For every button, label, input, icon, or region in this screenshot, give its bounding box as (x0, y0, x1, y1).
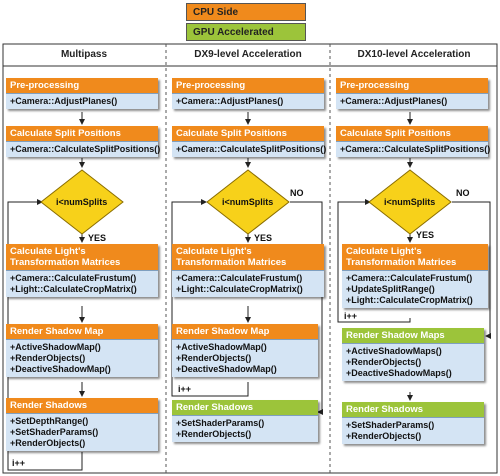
col2-increment-label: i++ (178, 384, 192, 394)
col1-shadows-box: Render Shadows +SetDepthRange() +SetShad… (6, 398, 158, 451)
col1-preprocess-box: Pre-processing +Camera::AdjustPlanes() (6, 78, 158, 109)
col1-shadows-title: Render Shadows (6, 398, 158, 413)
col3-light-box: Calculate Light's Transformation Matrice… (342, 244, 488, 308)
legend-cpu: CPU Side (186, 3, 306, 21)
col2-preprocess-box: Pre-processing +Camera::AdjustPlanes() (172, 78, 324, 109)
col3-map-title: Render Shadow Maps (342, 328, 484, 343)
col3-decision-diamond (368, 169, 452, 235)
col1-map-body: +ActiveShadowMap() +RenderObjects() +Dea… (6, 339, 158, 377)
col2-light-title: Calculate Light's Transformation Matrice… (172, 244, 324, 270)
col1-light-body: +Camera::CalculateFrustum() +Light::Calc… (6, 270, 158, 297)
col3-increment-label: i++ (344, 311, 358, 321)
col1-increment-label: i++ (12, 458, 26, 468)
col3-light-title: Calculate Light's Transformation Matrice… (342, 244, 488, 270)
col1-connectors (7, 112, 85, 471)
col3-split-box: Calculate Split Positions +Camera::Calcu… (336, 126, 490, 157)
col3-map-body: +ActiveShadowMaps() +RenderObjects() +De… (342, 343, 484, 381)
col3-split-title: Calculate Split Positions (336, 126, 488, 141)
col3-no-label: NO (456, 188, 470, 198)
col1-preprocess-body: +Camera::AdjustPlanes() (6, 93, 158, 109)
col2-preprocess-title: Pre-processing (172, 78, 324, 93)
col2-light-box: Calculate Light's Transformation Matrice… (172, 244, 324, 297)
col1-split-box: Calculate Split Positions +Camera::Calcu… (6, 126, 160, 157)
col2-yes-label: YES (254, 233, 273, 243)
col2-map-title: Render Shadow Map (172, 324, 318, 339)
col2-split-title: Calculate Split Positions (172, 126, 324, 141)
col1-yes-label: YES (88, 233, 107, 243)
col1-light-box: Calculate Light's Transformation Matrice… (6, 244, 158, 297)
col1-split-body: +Camera::CalculateSplitPositions() (6, 141, 160, 157)
col3-connectors (337, 112, 491, 401)
col1-map-title: Render Shadow Map (6, 324, 158, 339)
col2-connectors (171, 112, 323, 415)
col2-preprocess-body: +Camera::AdjustPlanes() (172, 93, 324, 109)
col2-shadows-body: +SetShaderParams() +RenderObjects() (172, 415, 318, 442)
col3-preprocess-title: Pre-processing (336, 78, 488, 93)
legend-cpu-label: CPU Side (193, 7, 239, 18)
col2-split-body: +Camera::CalculateSplitPositions() (172, 141, 326, 157)
col1-decision-diamond (40, 169, 124, 235)
col1-decision-label: i<numSplits (56, 197, 108, 207)
col1-light-title: Calculate Light's Transformation Matrice… (6, 244, 158, 270)
col2-decision-diamond (206, 169, 290, 235)
col3-split-body: +Camera::CalculateSplitPositions() (336, 141, 490, 157)
col2-no-label: NO (290, 188, 304, 198)
col2-map-box: Render Shadow Map +ActiveShadowMap() +Re… (172, 324, 318, 377)
col1-preprocess-title: Pre-processing (6, 78, 158, 93)
column-header-dx10: DX10-level Acceleration (357, 49, 471, 60)
col3-shadows-title: Render Shadows (342, 402, 484, 417)
col3-shadows-body: +SetShaderParams() +RenderObjects() (342, 417, 484, 444)
col2-map-body: +ActiveShadowMap() +RenderObjects() +Dea… (172, 339, 318, 377)
col1-shadows-body: +SetDepthRange() +SetShaderParams() +Ren… (6, 413, 158, 451)
col3-map-box: Render Shadow Maps +ActiveShadowMaps() +… (342, 328, 484, 381)
legend-gpu: GPU Accelerated (186, 23, 306, 41)
col1-map-box: Render Shadow Map +ActiveShadowMap() +Re… (6, 324, 158, 377)
column-header-dx9: DX9-level Acceleration (194, 49, 302, 60)
legend-gpu-label: GPU Accelerated (193, 27, 274, 38)
col2-shadows-title: Render Shadows (172, 400, 318, 415)
col3-yes-label: YES (416, 230, 435, 240)
col1-split-title: Calculate Split Positions (6, 126, 158, 141)
col3-preprocess-body: +Camera::AdjustPlanes() (336, 93, 488, 109)
col2-split-box: Calculate Split Positions +Camera::Calcu… (172, 126, 326, 157)
column-header-multipass: Multipass (60, 49, 108, 60)
col2-shadows-box: Render Shadows +SetShaderParams() +Rende… (172, 400, 318, 442)
col3-shadows-box: Render Shadows +SetShaderParams() +Rende… (342, 402, 484, 444)
outer-frame (2, 43, 498, 474)
col3-preprocess-box: Pre-processing +Camera::AdjustPlanes() (336, 78, 488, 109)
col3-decision-label: i<numSplits (384, 197, 436, 207)
col2-light-body: +Camera::CalculateFrustum() +Light::Calc… (172, 270, 324, 297)
col2-decision-label: i<numSplits (222, 197, 274, 207)
col3-light-body: +Camera::CalculateFrustum() +UpdateSplit… (342, 270, 488, 308)
